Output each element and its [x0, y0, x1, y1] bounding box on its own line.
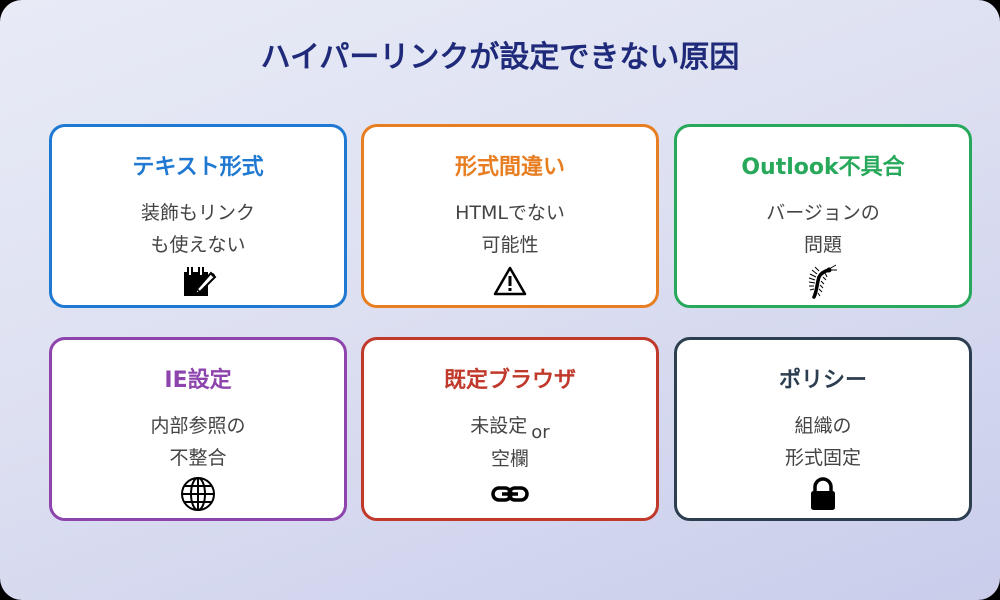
card-description: バージョンの 問題	[677, 197, 969, 261]
card-outlook-bug: Outlook不具合 バージョンの 問題	[674, 124, 972, 308]
memo-pencil-icon	[178, 263, 218, 299]
card-ie-settings: IE設定 内部参照の 不整合	[49, 337, 347, 521]
card-description-line: 組織の	[794, 415, 852, 437]
card-description: HTMLでない 可能性	[364, 197, 656, 261]
card-title: テキスト形式	[132, 155, 264, 180]
card-title: 形式間違い	[454, 155, 565, 180]
card-description-line: 問題	[803, 234, 842, 256]
card-description-line: 可能性	[481, 234, 539, 256]
card-description-line: HTMLでない	[455, 202, 565, 224]
card-description: 内部参照の 不整合	[52, 410, 344, 474]
card-description-line: 形式固定	[784, 447, 861, 469]
card-description-line: バージョンの	[766, 202, 880, 224]
globe-icon	[178, 476, 218, 512]
card-title: 既定ブラウザ	[443, 368, 576, 393]
warning-triangle-icon	[490, 263, 530, 299]
card-description: 装飾もリンク も使えない	[52, 197, 344, 261]
card-title: ポリシー	[778, 368, 867, 393]
card-description: 組織の 形式固定	[677, 410, 969, 474]
card-description-line: 不整合	[169, 447, 227, 469]
card-description-text: 未設定	[470, 415, 528, 437]
card-format-error: 形式間違い HTMLでない 可能性	[361, 124, 659, 308]
card-title: IE設定	[164, 368, 232, 393]
bug-centipede-icon	[803, 263, 843, 299]
padlock-icon	[803, 476, 843, 512]
chain-link-icon	[490, 476, 530, 512]
card-text-format: テキスト形式 装飾もリンク も使えない	[49, 124, 347, 308]
page-title: ハイパーリンクが設定できない原因	[260, 40, 740, 75]
card-description-line: 装飾もリンク	[140, 202, 255, 224]
card-description-conjunction: or	[531, 422, 550, 443]
card-description-line: 空欄	[490, 448, 529, 470]
card-title: Outlook不具合	[741, 155, 905, 180]
card-description-line: も使えない	[150, 234, 246, 256]
card-policy: ポリシー 組織の 形式固定	[674, 337, 972, 521]
card-description-line: 内部参照の	[150, 415, 246, 437]
